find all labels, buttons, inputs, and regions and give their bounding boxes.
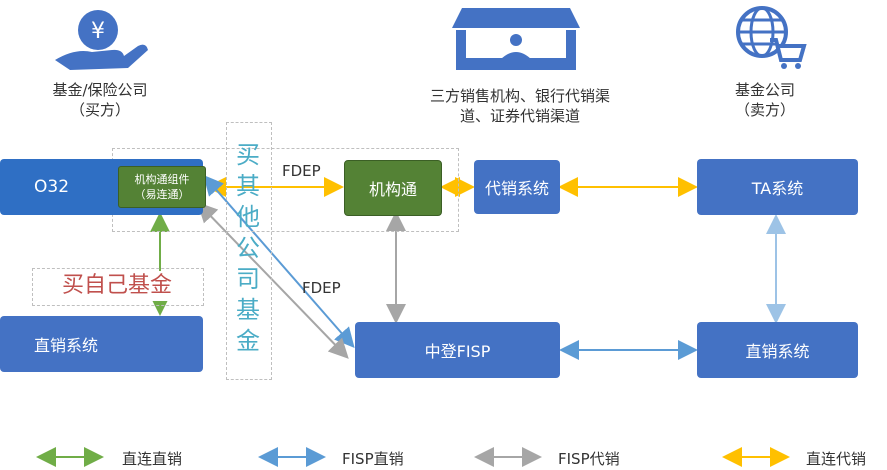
component-box[interactable]: 机构通组件 （易连通） — [118, 166, 206, 208]
buy-other-char: 司 — [236, 265, 260, 293]
daixiao-label: 代销系统 — [484, 179, 549, 198]
legend-label-gray: FISP代销 — [558, 450, 620, 468]
seller-caption-line1: 基金公司 — [734, 81, 795, 99]
buy-other-label: 买 其 他 公 司 基 金 — [228, 140, 268, 357]
legend-label-blue: FISP直销 — [342, 450, 404, 468]
buyer-caption-line2: （买方） — [69, 101, 130, 119]
buyer-caption: 基金/保险公司 （买方） — [20, 80, 180, 120]
channel-caption-line2: 道、证券代销渠道 — [459, 107, 580, 125]
buy-other-dashed-region — [226, 122, 272, 380]
fdep-top-label: FDEP — [282, 162, 321, 180]
ta-label: TA系统 — [751, 179, 804, 198]
hand-with-yen-coin-icon: ¥ — [55, 10, 148, 70]
buy-other-char: 金 — [236, 327, 260, 355]
fisp-label: 中登FISP — [424, 342, 491, 361]
globe-shopping-cart-icon — [736, 6, 807, 69]
ta-box[interactable]: TA系统 — [697, 159, 858, 215]
daixiao-box[interactable]: 代销系统 — [474, 160, 560, 214]
storefront-icon — [452, 8, 580, 70]
buy-other-char: 其 — [236, 172, 260, 200]
jigoutong-label: 机构通 — [368, 180, 417, 199]
buy-other-char: 买 — [236, 141, 260, 169]
channel-caption-line1: 三方销售机构、银行代销渠 — [429, 87, 610, 105]
fisp-box[interactable]: 中登FISP — [355, 322, 560, 378]
zhixiao-right-label: 直销系统 — [745, 342, 810, 361]
legend-label-orange: 直连代销 — [806, 450, 867, 468]
seller-caption: 基金公司 （卖方） — [710, 80, 820, 120]
seller-caption-line2: （卖方） — [734, 101, 795, 119]
buy-other-char: 他 — [236, 203, 260, 231]
zhixiao-right-box[interactable]: 直销系统 — [697, 322, 858, 378]
fdep-mid-label: FDEP — [302, 279, 341, 297]
buy-own-dashed-region — [32, 268, 204, 306]
zhixiao-left-label: 直销系统 — [34, 336, 99, 355]
o32-label: O32 — [34, 177, 70, 197]
buy-other-char: 基 — [236, 296, 260, 324]
channel-caption: 三方销售机构、银行代销渠 道、证券代销渠道 — [400, 86, 640, 126]
svg-text:¥: ¥ — [91, 19, 105, 44]
buy-other-char: 公 — [236, 234, 260, 262]
jigoutong-box[interactable]: 机构通 — [344, 160, 442, 216]
zhixiao-left-box[interactable]: 直销系统 — [0, 316, 203, 372]
legend-label-green: 直连直销 — [122, 450, 183, 468]
buy-own-label: 买自己基金 — [36, 271, 198, 301]
component-label-line2: （易连通） — [134, 188, 190, 201]
buyer-caption-line1: 基金/保险公司 — [52, 81, 148, 99]
component-label-line1: 机构通组件 — [134, 173, 190, 186]
